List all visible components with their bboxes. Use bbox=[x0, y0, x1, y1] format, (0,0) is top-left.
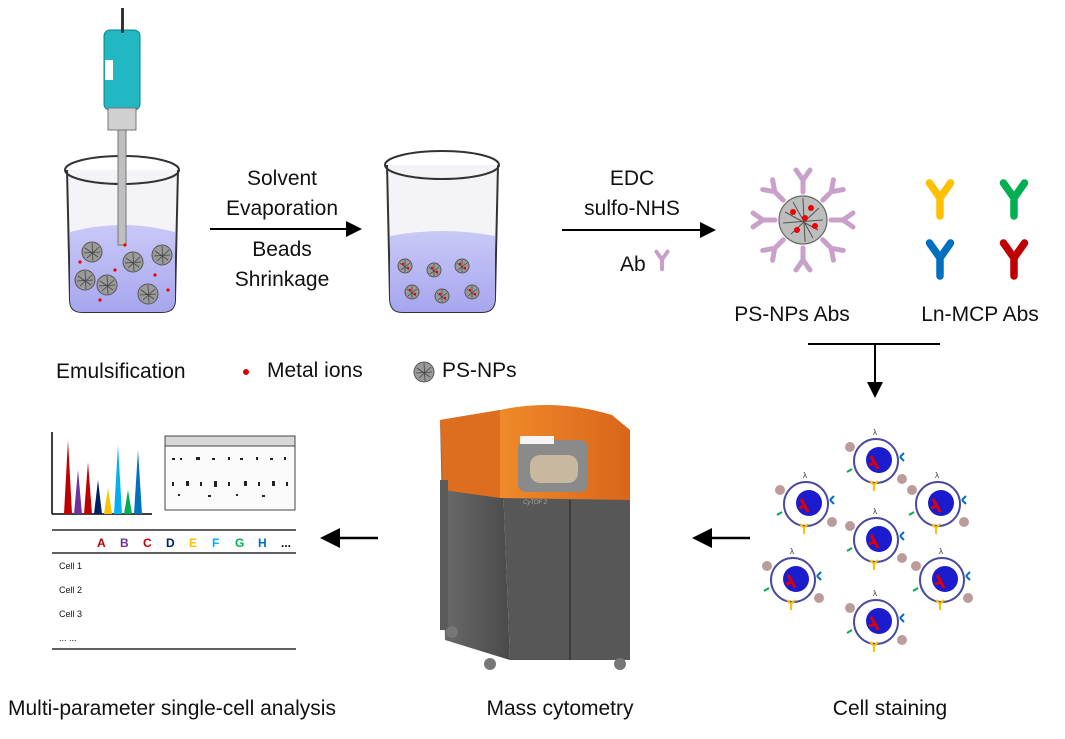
table-col-e: E bbox=[189, 536, 198, 550]
lnmcp-antibodies bbox=[930, 183, 1025, 276]
table-row: Cell 3 bbox=[59, 609, 83, 619]
dot-matrix-image bbox=[164, 435, 296, 511]
result-table-lines bbox=[52, 529, 296, 650]
table-col-d: D bbox=[166, 536, 175, 550]
mass-cytometer-instrument bbox=[440, 405, 630, 670]
table-row: Cell 1 bbox=[59, 561, 83, 571]
table-col-a: A bbox=[97, 536, 106, 550]
stained-cells bbox=[760, 426, 975, 654]
legend-metal-ions-label: Metal ions bbox=[267, 359, 363, 382]
cell-staining-label: Cell staining bbox=[832, 697, 948, 720]
instrument-brand: CyTOF 2 bbox=[523, 500, 548, 506]
table-row: ... ... bbox=[59, 633, 77, 643]
table-col-g: G bbox=[235, 536, 245, 550]
psnp-antibody-conjugate bbox=[753, 170, 853, 270]
step-ab-label: Ab bbox=[620, 253, 646, 276]
step-edc-label: EDC bbox=[609, 167, 655, 190]
beaker-emulsification bbox=[64, 8, 180, 313]
step-beads-label: Beads bbox=[252, 238, 312, 261]
step-evaporation-label: Evaporation bbox=[225, 197, 339, 220]
metal-ion-dot-icon bbox=[243, 369, 249, 375]
legend-psnps-label: PS-NPs bbox=[442, 359, 517, 382]
table-col-more: ... bbox=[281, 536, 292, 550]
emulsification-label: Emulsification bbox=[56, 360, 186, 383]
table-col-b: B bbox=[120, 536, 129, 550]
table-col-f: F bbox=[212, 536, 220, 550]
table-row: Cell 2 bbox=[59, 585, 83, 595]
beaker-shrinkage bbox=[384, 150, 500, 313]
arrow-merge bbox=[808, 343, 940, 398]
psnps-abs-label: PS-NPs Abs bbox=[734, 303, 850, 326]
spectrum-plot bbox=[51, 432, 152, 515]
ab-icon bbox=[656, 252, 667, 270]
table-col-c: C bbox=[143, 536, 152, 550]
step-solvent-label: Solvent bbox=[246, 167, 318, 190]
mass-cytometry-label: Mass cytometry bbox=[486, 697, 634, 720]
psnp-icon bbox=[413, 361, 435, 383]
table-col-h: H bbox=[258, 536, 267, 550]
lnmcp-abs-label: Ln-MCP Abs bbox=[921, 303, 1039, 326]
step-shrinkage-label: Shrinkage bbox=[234, 268, 330, 291]
step-sulfo-nhs-label: sulfo-NHS bbox=[584, 197, 680, 220]
analysis-label: Multi-parameter single-cell analysis bbox=[8, 697, 336, 720]
